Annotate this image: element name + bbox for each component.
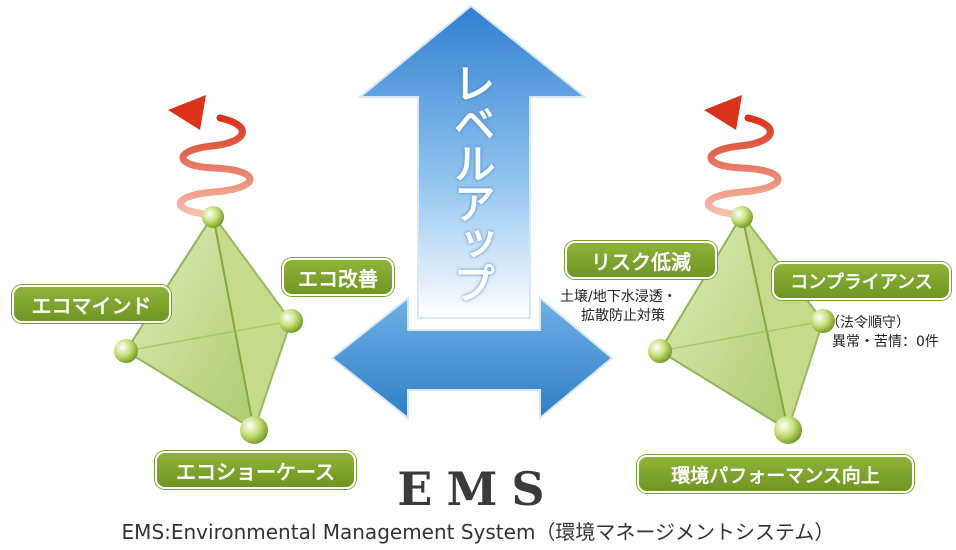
compliance-label: コンプライアンス	[772, 262, 951, 300]
left-pyramid	[114, 206, 303, 444]
right-pyramid	[648, 206, 835, 444]
eco-showcase-label: エコショーケース	[155, 451, 356, 489]
level-up-label: レベルアップ	[447, 62, 496, 302]
risk-reduction-label: リスク低減	[565, 241, 717, 279]
ems-title: EMS	[397, 462, 559, 516]
eco-improvement-label: エコ改善	[282, 258, 394, 296]
double-arrow	[330, 295, 614, 421]
left-spiral-icon	[168, 95, 254, 219]
eco-mind-label: エコマインド	[12, 285, 171, 323]
env-performance-label: 環境パフォーマンス向上	[637, 455, 914, 493]
risk-note-line1: 土壌/地下水浸透・	[560, 289, 677, 305]
risk-note-line2: 拡散防止対策	[581, 308, 665, 324]
compliance-note-line2: 異常・苦情：0件	[832, 334, 939, 350]
level-up-arrow	[357, 4, 588, 319]
right-spiral-icon	[704, 95, 782, 219]
compliance-note-line1: （法令順守）	[826, 315, 910, 331]
ems-caption: EMS:Environmental Management System（環境マネ…	[121, 520, 835, 544]
